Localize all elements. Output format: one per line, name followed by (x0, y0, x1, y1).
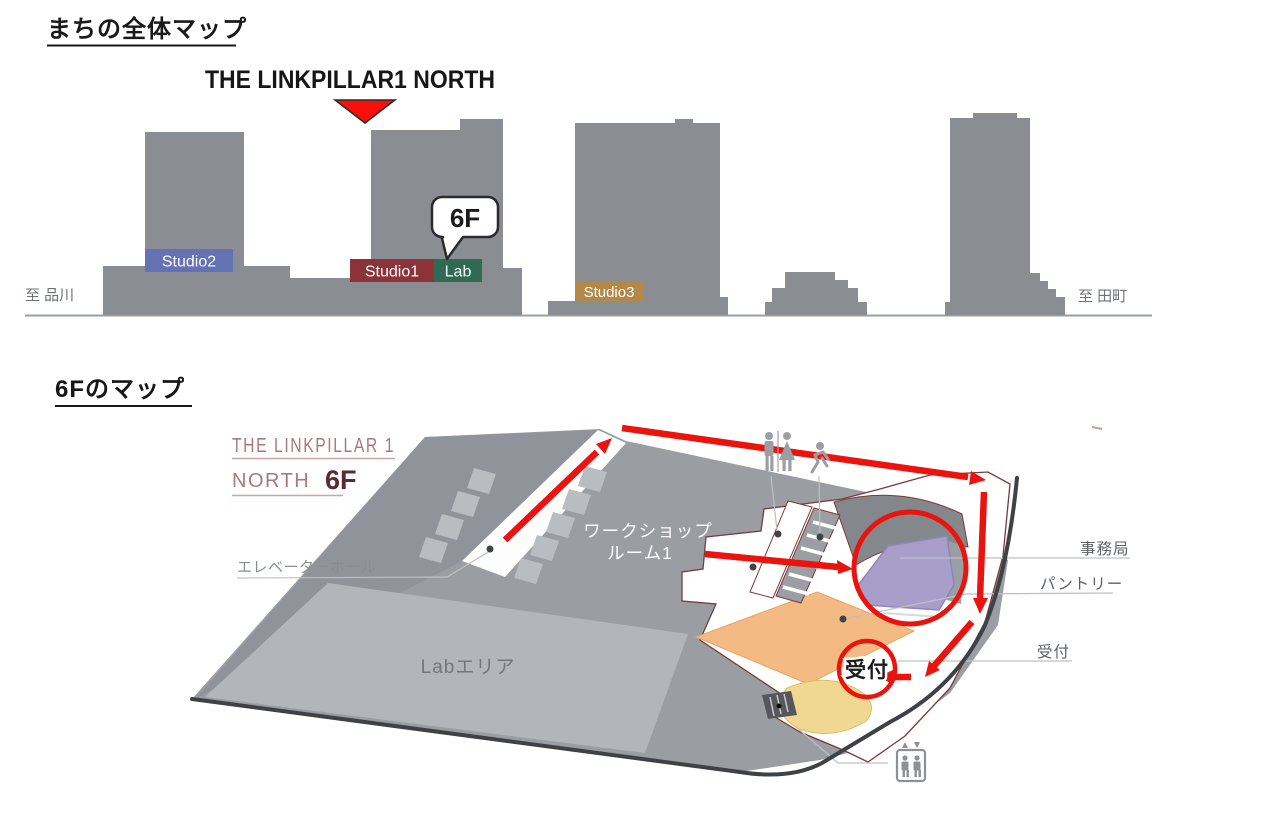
station-left-label: 至 品川 (25, 287, 74, 304)
route-segment-down (976, 491, 988, 599)
tower-studio2 (145, 132, 244, 315)
reception-highlight-circle (836, 638, 898, 700)
elevator-icon (895, 742, 927, 783)
floor-callout-text: 6F (450, 203, 480, 233)
route-arrowhead-top (969, 471, 986, 485)
low-building (765, 272, 867, 315)
floor-map-title: 6Fのマップ (55, 376, 185, 403)
reception-area (779, 679, 872, 734)
building-studio3 (548, 119, 728, 315)
floor-callout-bubble: 6F (430, 195, 500, 261)
route-segment-corridor (502, 449, 600, 543)
map-building-wing: NORTH (232, 470, 310, 492)
studio1-tag (350, 259, 434, 282)
restroom-icon (764, 431, 795, 472)
workshop-label-line1: ワークショップ (583, 521, 713, 541)
route-arrowhead-left (878, 670, 893, 684)
route-arrowhead-corridor (596, 438, 612, 454)
overview-map-section: まちの全体マップ THE LINKPILLAR1 NORTH Studio2 S… (25, 15, 1152, 317)
lab-tag-label: Lab (445, 264, 472, 281)
reception-label: 受付 (1037, 643, 1070, 661)
skyline-silhouette (103, 113, 1065, 315)
stairs-leader (818, 475, 821, 534)
route-arrowhead-diagonal (925, 661, 940, 677)
leader-lines (236, 475, 1130, 764)
studio1-tag-label: Studio1 (365, 264, 419, 281)
workshop-highlight-circle (851, 509, 969, 627)
elevator-cabins (419, 466, 607, 584)
route-arrows (502, 424, 988, 684)
workshop-label-line2: ルーム1 (607, 543, 673, 563)
route-segment-top (621, 424, 969, 481)
lab-area (205, 583, 688, 753)
reception-marker-label: 受付 (845, 658, 889, 682)
map-building-name: THE LINKPILLAR 1 (232, 435, 395, 457)
studio2-tag-label: Studio2 (162, 254, 216, 271)
cropped-logo-fragment (1091, 426, 1103, 430)
workshop-pointer-line (704, 550, 839, 571)
floor-outer-edge (190, 476, 1019, 777)
tower-right (945, 113, 1065, 315)
lab-area-label: Labエリア (421, 657, 516, 678)
studio2-tag (145, 249, 233, 272)
restroom-leader (770, 475, 778, 531)
skyline-tags: Studio2 Studio1 Lab Studio3 (145, 249, 643, 302)
office-label: 事務局 (1080, 540, 1130, 558)
pantry-label: パントリー (1040, 576, 1123, 593)
building-pointer-icon (332, 99, 398, 124)
map-building-floor: 6F (325, 465, 357, 495)
lab-tag (434, 259, 482, 282)
building-callout: THE LINKPILLAR1 NORTH (205, 66, 495, 94)
elevator-hall-leader (236, 550, 491, 579)
stairs-exit-icon (810, 442, 830, 474)
junction-dots (486, 530, 847, 623)
overview-title: まちの全体マップ (47, 15, 247, 43)
floor-map-section: 6Fのマップ (55, 376, 1130, 783)
pantry-leader (842, 592, 1114, 620)
route-segment-diagonal (931, 619, 975, 669)
station-right-label: 至 田町 (1078, 288, 1127, 305)
workshop-pointer-arrowhead (837, 560, 853, 574)
studio3-tag-label: Studio3 (584, 284, 635, 301)
route-arrowhead-down (973, 598, 988, 614)
workshop-counter-line (883, 612, 942, 618)
escalator (762, 691, 797, 719)
studio3-tag (575, 281, 643, 302)
elevator-hall-label: エレベーターホール (237, 559, 377, 576)
elevator-icon-leader (794, 725, 888, 764)
